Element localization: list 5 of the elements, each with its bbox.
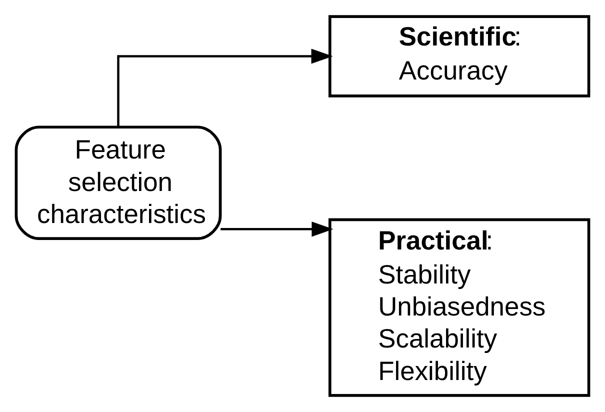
arrow [220, 222, 334, 237]
arrow [117, 48, 333, 127]
node-box: Feature selection characteristics [14, 126, 222, 240]
node-box: Practical: Stability Unbiasedness Scalability Flexibility [328, 218, 590, 397]
node-box: Scientific: Accuracy [328, 15, 590, 98]
